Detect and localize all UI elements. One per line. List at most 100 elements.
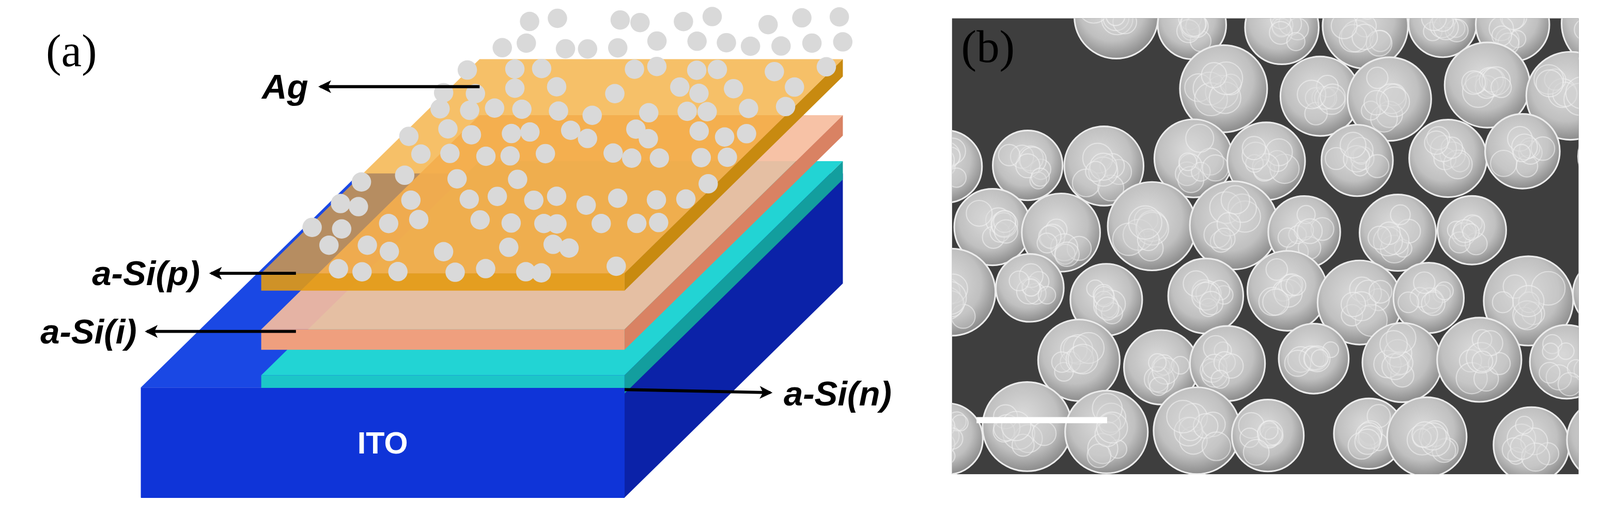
silver-particle: [395, 165, 415, 186]
sphere-bump: [1366, 67, 1388, 89]
silver-particle: [411, 144, 431, 165]
sphere-bump: [1210, 370, 1230, 389]
sphere-bump: [1355, 18, 1380, 20]
sphere-bump: [1565, 76, 1579, 109]
sphere-bump: [1001, 411, 1032, 442]
silver-particle: [638, 129, 659, 149]
silver-particle: [716, 33, 737, 53]
sem-sphere: [1168, 258, 1244, 334]
silver-particle: [647, 56, 667, 77]
silver-particle: [547, 76, 567, 97]
sem-sphere: [952, 403, 984, 475]
sem-sphere: [1245, 18, 1319, 65]
sphere-bump: [1096, 412, 1128, 444]
sphere-bump: [1054, 242, 1080, 267]
silver-particle: [438, 119, 458, 139]
sphere-bump: [1202, 154, 1229, 182]
sphere-bump: [1574, 19, 1579, 41]
silver-particle: [649, 148, 670, 168]
silver-particle: [689, 83, 709, 104]
silver-particle: [698, 174, 719, 194]
sem-sphere: [1362, 322, 1442, 403]
silver-particle: [547, 186, 567, 207]
silver-particle: [677, 101, 697, 122]
silver-particle: [501, 213, 522, 233]
part-label: a-Si(i): [40, 312, 137, 351]
silver-particle: [829, 7, 850, 27]
silver-particle: [736, 123, 757, 144]
sphere-bump: [1424, 131, 1448, 155]
silver-particle: [523, 190, 544, 211]
sphere-bump: [1515, 416, 1534, 434]
silver-particle: [591, 213, 612, 234]
sem-sphere: [1387, 397, 1467, 475]
silver-particle: [687, 60, 707, 81]
silver-particle: [771, 36, 791, 56]
a-si-p-layer: [261, 59, 844, 291]
ito-front-face: [141, 387, 625, 498]
silver-particle: [715, 127, 735, 148]
sphere-body: [1409, 119, 1487, 198]
silver-particle: [357, 235, 378, 256]
silver-particle: [351, 172, 372, 193]
sphere-bump: [1311, 349, 1329, 367]
sphere-bump: [1297, 218, 1323, 244]
sphere-bump: [1319, 84, 1346, 110]
sphere-body: [1189, 181, 1279, 270]
sphere-bump: [1462, 70, 1486, 95]
leader-arrow: [624, 389, 771, 393]
sem-sphere: [1437, 195, 1507, 265]
sphere-bump: [1185, 124, 1214, 153]
ito-layer: ITO: [141, 387, 625, 499]
sphere-bump: [1038, 286, 1056, 305]
silver-particle: [547, 8, 568, 29]
silver-particle: [670, 77, 690, 98]
silver-particle: [461, 125, 482, 145]
silver-particle: [330, 193, 351, 214]
silver-particle: [608, 38, 628, 58]
sphere-bump: [1421, 18, 1447, 31]
sphere-body: [1107, 181, 1196, 271]
sphere-body: [1578, 122, 1579, 191]
sphere-body: [1493, 407, 1570, 475]
sphere-body: [1573, 258, 1579, 329]
layer-name: ITO: [357, 425, 409, 461]
sphere-body: [952, 248, 996, 336]
sphere-body: [1387, 397, 1467, 475]
scale-bar: [976, 416, 1108, 424]
sphere-bump: [1542, 343, 1560, 360]
sphere-bump: [1031, 168, 1050, 187]
silver-particle: [582, 105, 602, 126]
silver-particle: [511, 99, 532, 120]
sem-sphere: [1529, 324, 1579, 399]
sphere-bump: [1095, 297, 1119, 320]
silver-particle: [559, 238, 580, 259]
sem-sphere: [1485, 114, 1561, 190]
silver-particle: [430, 99, 450, 119]
sphere-bump: [1535, 69, 1563, 97]
sphere-bump: [1365, 154, 1390, 178]
silver-particle: [492, 38, 512, 58]
silver-particle: [702, 6, 723, 27]
sphere-bump: [1199, 291, 1223, 315]
sphere-bump: [1303, 346, 1330, 372]
silver-particle: [499, 237, 519, 258]
silver-particle: [816, 57, 837, 77]
sphere-bump: [1213, 228, 1235, 250]
sphere-body: [1153, 387, 1241, 475]
silver-particle: [802, 33, 822, 54]
sem-sphere: [952, 248, 996, 336]
silver-particle: [738, 98, 759, 119]
sem-sphere: [1065, 390, 1148, 474]
silver-particle: [791, 8, 812, 28]
sphere-body: [1566, 397, 1579, 475]
silver-particle: [516, 33, 537, 54]
silver-particle: [409, 209, 429, 230]
silver-particle: [505, 59, 525, 80]
sphere-bump: [1242, 136, 1266, 160]
sem-sphere: [1573, 258, 1579, 329]
sphere-bump: [1036, 232, 1057, 253]
sphere-bump: [1106, 18, 1126, 26]
silver-particle: [476, 146, 496, 167]
silver-particle: [387, 261, 408, 282]
